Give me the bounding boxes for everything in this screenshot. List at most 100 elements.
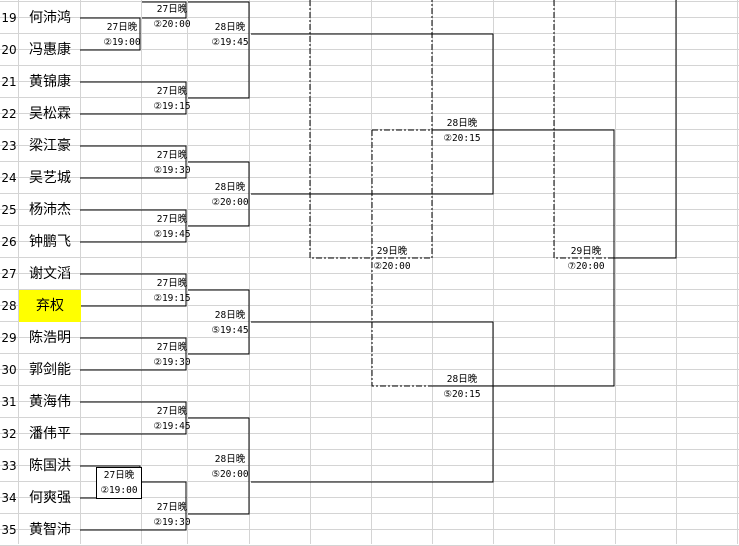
match-label-r1h: 27日晚 ②19:30 — [142, 500, 202, 530]
gridline-vertical — [187, 0, 188, 544]
player-name-cell[interactable]: 冯惠康 — [29, 42, 71, 58]
player-name-cell[interactable]: 陈浩明 — [29, 330, 71, 346]
gridline-vertical — [676, 0, 677, 544]
gridline-horizontal — [0, 305, 739, 306]
row-number: 30 — [1, 363, 17, 377]
gridline-vertical — [432, 0, 433, 544]
gridline-horizontal — [0, 337, 739, 338]
gridline-horizontal — [0, 529, 739, 530]
row-number: 24 — [1, 171, 17, 185]
row-number: 23 — [1, 139, 17, 153]
player-name-cell[interactable]: 钟鹏飞 — [29, 234, 71, 250]
row-number: 29 — [1, 331, 17, 345]
match-label-33-34: 27日晚 ②19:00 — [96, 467, 142, 499]
gridline-horizontal — [0, 225, 739, 226]
gridline-horizontal — [0, 17, 739, 18]
match-time: ②19:45 — [153, 421, 191, 432]
gridline-horizontal — [0, 209, 739, 210]
bracket-line-r1f — [80, 337, 187, 371]
row-number: 21 — [1, 75, 17, 89]
player-name-cell[interactable]: 何爽强 — [29, 490, 71, 506]
match-label-r4a: 29日晚 ②20:00 — [362, 244, 422, 274]
match-time: ⑦20:00 — [567, 261, 605, 272]
match-day: 27日晚 — [156, 4, 188, 15]
bracket-line-r1e — [80, 273, 187, 307]
match-time: ②20:00 — [153, 19, 191, 30]
gridline-vertical — [493, 0, 494, 544]
player-name-cell[interactable]: 黄海伟 — [29, 394, 71, 410]
match-day: 27日晚 — [156, 502, 188, 513]
match-day: 28日晚 — [214, 310, 246, 321]
match-time: ②20:00 — [211, 197, 249, 208]
gridline-vertical — [737, 0, 738, 544]
bracket-line-r1d — [80, 209, 187, 243]
gridline-horizontal — [0, 145, 739, 146]
player-name-cell[interactable]: 梁江豪 — [29, 138, 71, 154]
player-name-cell[interactable]: 黄锦康 — [29, 74, 71, 90]
match-label-19-20: 27日晚 ②19:00 — [92, 20, 152, 50]
match-day: 27日晚 — [106, 22, 138, 33]
gridline-horizontal — [0, 65, 739, 66]
gridline-horizontal — [0, 177, 739, 178]
match-day: 28日晚 — [214, 454, 246, 465]
bracket-line-19-20 — [80, 17, 141, 51]
player-name-cell[interactable]: 郭剑能 — [29, 362, 71, 378]
match-label-r3b: 28日晚 ⑤20:15 — [432, 372, 492, 402]
gridline-horizontal — [0, 81, 739, 82]
bracket-line-r1g — [80, 401, 187, 435]
match-label-r1d: 27日晚 ②19:45 — [142, 212, 202, 242]
bracket-line-dashed-a — [309, 0, 433, 259]
match-day: 28日晚 — [214, 22, 246, 33]
match-day: 27日晚 — [103, 470, 135, 481]
player-name-cell[interactable]: 潘伟平 — [29, 426, 71, 442]
match-day: 28日晚 — [446, 118, 478, 129]
match-time: ②19:30 — [153, 165, 191, 176]
match-day: 28日晚 — [214, 182, 246, 193]
match-time: ②19:15 — [153, 101, 191, 112]
gridline-vertical — [615, 0, 616, 544]
gridline-horizontal — [0, 369, 739, 370]
gridline-vertical — [310, 0, 311, 544]
bracket-line-r1c — [80, 145, 187, 179]
row-number: 25 — [1, 203, 17, 217]
player-name-cell[interactable]: 弃权 — [19, 290, 81, 322]
bracket-line-r2b — [188, 161, 250, 227]
match-time: ②19:45 — [153, 229, 191, 240]
bracket-line-r1h — [80, 481, 187, 531]
match-day: 27日晚 — [156, 214, 188, 225]
player-name-cell[interactable]: 杨沛杰 — [29, 202, 71, 218]
gridline-vertical — [554, 0, 555, 544]
player-name-cell[interactable]: 吴艺城 — [29, 170, 71, 186]
match-label-r2a: 28日晚 ②19:45 — [200, 20, 260, 50]
gridline-horizontal — [0, 97, 739, 98]
player-name-cell[interactable]: 何沛鸿 — [29, 10, 71, 26]
bracket-line-r2a — [188, 1, 250, 99]
gridline-vertical — [141, 0, 142, 544]
match-day: 29日晚 — [570, 246, 602, 257]
row-number: 19 — [1, 11, 17, 25]
gridline-vertical — [80, 0, 81, 544]
player-name-cell[interactable]: 谢文滔 — [29, 266, 71, 282]
match-label-r1g: 27日晚 ②19:45 — [142, 404, 202, 434]
gridline-horizontal — [0, 513, 739, 514]
row-number: 27 — [1, 267, 17, 281]
match-day: 28日晚 — [446, 374, 478, 385]
gridline-horizontal — [0, 401, 739, 402]
row-number: 28 — [1, 299, 17, 313]
gridline-horizontal — [0, 161, 739, 162]
match-time: ②19:00 — [103, 37, 141, 48]
player-name-cell[interactable]: 陈国洪 — [29, 458, 71, 474]
player-name-cell[interactable]: 黄智沛 — [29, 522, 71, 538]
match-day: 27日晚 — [156, 342, 188, 353]
match-time: ②19:30 — [153, 517, 191, 528]
match-day: 27日晚 — [156, 406, 188, 417]
row-number: 34 — [1, 491, 17, 505]
gridline-horizontal — [0, 449, 739, 450]
match-label-r3a: 28日晚 ②20:15 — [432, 116, 492, 146]
gridline-horizontal — [0, 49, 739, 50]
gridline-horizontal — [0, 129, 739, 130]
gridline-vertical — [249, 0, 250, 544]
row-number: 32 — [1, 427, 17, 441]
gridline-horizontal — [0, 417, 739, 418]
player-name-cell[interactable]: 吴松霖 — [29, 106, 71, 122]
